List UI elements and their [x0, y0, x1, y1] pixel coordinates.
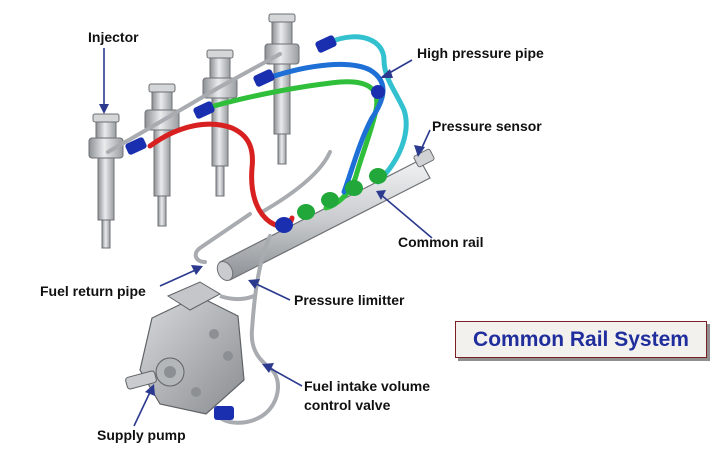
label-injector: Injector [88, 29, 139, 46]
high-pressure-pipe-cyan [330, 37, 406, 182]
label-fuel-intake-line1: Fuel intake volume [304, 378, 430, 395]
label-fuel-return-pipe: Fuel return pipe [40, 283, 146, 300]
label-pressure-limiter: Pressure limitter [294, 292, 405, 309]
diagram-title: Common Rail System [473, 328, 689, 352]
supply-pump [125, 282, 244, 420]
label-pressure-sensor: Pressure sensor [432, 118, 542, 135]
label-high-pressure-pipe: High pressure pipe [417, 45, 544, 62]
label-fuel-intake-line2: control valve [304, 397, 390, 414]
injector-1 [89, 114, 123, 248]
supply-pump-icon [125, 282, 244, 420]
diagram-title-box: Common Rail System [455, 321, 707, 358]
injector-icon [145, 84, 179, 226]
label-supply-pump: Supply pump [97, 427, 186, 444]
injector-icon [89, 114, 123, 248]
label-common-rail: Common rail [398, 234, 484, 251]
injector-2 [145, 84, 179, 226]
